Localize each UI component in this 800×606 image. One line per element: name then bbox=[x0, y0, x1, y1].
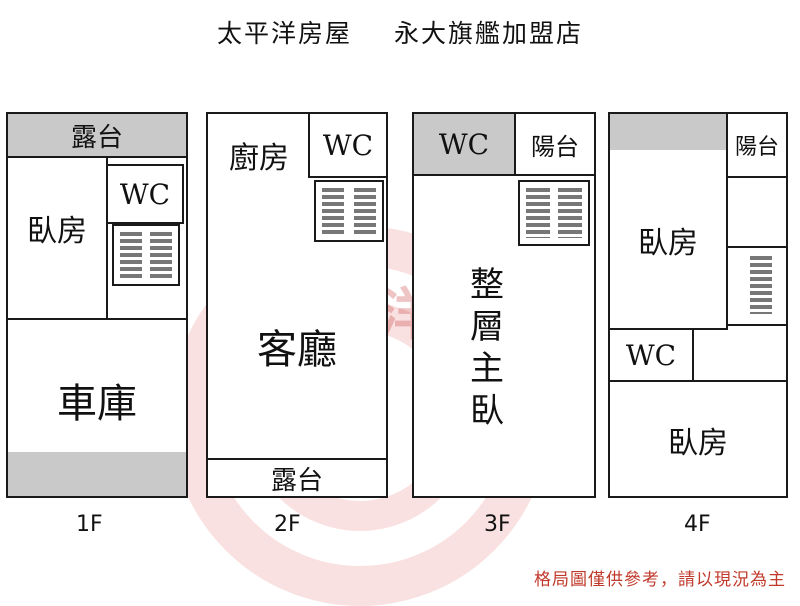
room-2f-kitchen-label: 廚房 bbox=[229, 141, 289, 176]
room-1f-terrace-label: 露台 bbox=[70, 122, 123, 153]
room-3f-wc: WC bbox=[412, 112, 516, 176]
room-4f-balcony: 陽台 bbox=[726, 112, 788, 178]
room-1f-bottom-strip bbox=[6, 452, 188, 498]
room-4f-top-strip bbox=[608, 112, 728, 152]
room-2f-terrace-label: 露台 bbox=[270, 465, 323, 496]
store-name: 永大旗艦加盟店 bbox=[393, 19, 583, 48]
floor-3f-label: 3F bbox=[484, 512, 511, 537]
room-2f-terrace: 露台 bbox=[206, 458, 388, 498]
room-1f-garage: 車庫 bbox=[6, 318, 188, 454]
stair-1f bbox=[112, 224, 180, 286]
floor-3f-outline bbox=[412, 112, 596, 498]
room-2f-wc-label: WC bbox=[322, 128, 374, 162]
floor-4f-label: 4F bbox=[684, 512, 711, 537]
disclaimer-note: 格局圖僅供參考，請以現況為主 bbox=[534, 570, 786, 590]
room-1f-bedroom: 臥房 bbox=[6, 156, 108, 320]
room-1f-terrace: 露台 bbox=[6, 112, 188, 158]
room-4f-bedroom-top-label: 臥房 bbox=[638, 226, 698, 261]
room-1f-wc: WC bbox=[106, 164, 184, 224]
room-4f-balcony-label: 陽台 bbox=[734, 135, 779, 160]
room-4f-bedroom-top: 臥房 bbox=[608, 150, 728, 330]
stair-4f bbox=[726, 246, 788, 326]
room-1f-bedroom-label: 臥房 bbox=[27, 214, 87, 249]
room-4f-wc: WC bbox=[608, 328, 694, 382]
stair-3f bbox=[518, 180, 590, 246]
floor-2f-label: 2F bbox=[274, 512, 301, 537]
room-4f-bedroom-bottom-label: 臥房 bbox=[668, 426, 728, 461]
room-1f-garage-label: 車庫 bbox=[57, 381, 137, 427]
room-2f-living-label: 客廳 bbox=[257, 327, 337, 373]
company-name: 太平洋房屋 bbox=[217, 19, 353, 48]
room-1f-wc-label: WC bbox=[119, 177, 171, 211]
room-4f-bedroom-bottom: 臥房 bbox=[608, 380, 788, 498]
room-3f-wc-label: WC bbox=[438, 127, 490, 161]
room-3f-balcony-label: 陽台 bbox=[531, 132, 579, 161]
stair-2f bbox=[314, 180, 384, 242]
room-3f-master-label: 整層主臥 bbox=[463, 266, 504, 434]
room-2f-wc: WC bbox=[308, 112, 388, 178]
floor-1f-label: 1F bbox=[76, 512, 103, 537]
room-3f-balcony: 陽台 bbox=[514, 112, 596, 176]
room-4f-wc-label: WC bbox=[625, 338, 677, 372]
header-title: 太平洋房屋 永大旗艦加盟店 bbox=[0, 14, 800, 50]
